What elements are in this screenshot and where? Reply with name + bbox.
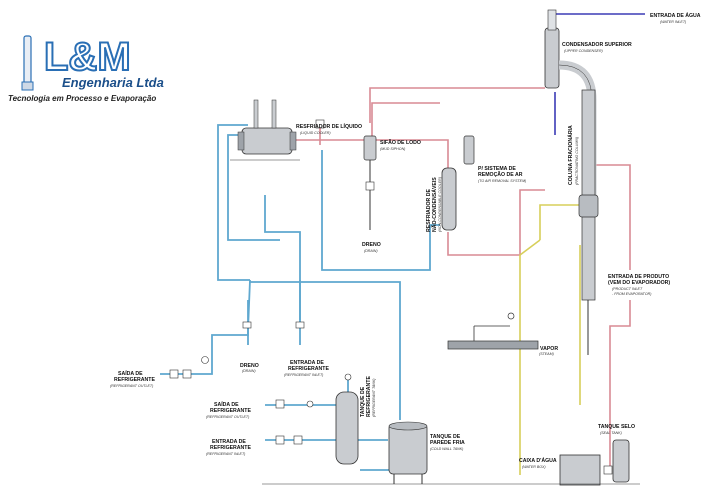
label-refrig-tank-group: TANQUE DE REFRIGERANTE (REFRIGERANT TANK…	[360, 376, 376, 417]
label-product-inlet-sub1: (PRODUCT INLET	[612, 287, 643, 291]
label-noncond-cooler-group: RESFRIADOR DE NÃO-CONDENSÁVEIS (NON-COND…	[426, 177, 442, 232]
label-water-inlet-sub: (WATER INLET)	[660, 20, 686, 24]
pressure-gauge-icon	[201, 356, 209, 364]
valve-icon	[242, 321, 252, 329]
steam-header	[447, 312, 539, 350]
label-water-box: CAIXA D'ÁGUA	[519, 457, 557, 464]
label-noncond-cooler-2: NÃO-CONDENSÁVEIS	[431, 177, 438, 232]
label-cold-tank-1: TANQUE DE	[430, 434, 461, 440]
label-air-removal-sub: (TO AIR REMOVAL SYSTEM)	[478, 179, 526, 183]
fractionating-column	[578, 89, 599, 355]
refrigerant-piping	[160, 124, 440, 471]
label-refrig-inlet-1-l2: REFRIGERANTE	[288, 366, 329, 372]
company-logo: L&M Engenharia Ltda Tecnologia em Proces…	[8, 34, 164, 103]
valve-icon	[365, 181, 375, 191]
gauges	[201, 356, 352, 408]
label-refrig-outlet-2-sub: (REFRIGERANT OUTLET)	[206, 415, 249, 419]
label-drain-bottom: DRENO	[240, 363, 259, 369]
label-refrig-inlet-2-l2: REFRIGERANTE	[210, 445, 251, 451]
label-air-removal-1: P/ SISTEMA DE	[478, 166, 516, 172]
valve-icon	[295, 321, 305, 329]
label-drain-top: DRENO	[362, 242, 381, 248]
pressure-gauge-icon	[344, 373, 352, 381]
label-product-inlet-1: ENTRADA DE PRODUTO	[608, 274, 669, 280]
labels: ENTRADA DE ÁGUA (WATER INLET) CONDENSADO…	[110, 12, 701, 469]
label-refrig-outlet-1-l1: SAÍDA DE	[118, 369, 143, 377]
label-seal-tank: TANQUE SELO	[598, 424, 635, 430]
label-column: COLUNA FRACIONÁRIA	[567, 125, 574, 185]
label-refrig-tank-2: REFRIGERANTE	[366, 376, 372, 417]
label-column-sub: (FRACTIONATING COLUMN)	[575, 137, 579, 185]
label-drain-bottom-sub: (DRAIN)	[242, 369, 256, 373]
label-liquid-cooler-sub: (LIQUID COOLER)	[300, 131, 331, 135]
valve-icon	[182, 369, 192, 379]
mud-siphon	[363, 135, 377, 230]
valves	[169, 119, 613, 475]
label-mud-siphon: SIFÃO DE LODO	[380, 139, 421, 146]
label-mud-siphon-sub: (MUD SIPHON)	[380, 147, 405, 151]
valve-icon	[315, 119, 325, 129]
label-steam-sub: (STEAM)	[539, 352, 554, 356]
cold-wall-tank	[388, 421, 428, 484]
valve-icon	[169, 369, 179, 379]
upper-condenser	[544, 9, 560, 89]
label-refrig-inlet-2-sub: (REFRIGERANT INLET)	[206, 452, 245, 456]
label-column-group: COLUNA FRACIONÁRIA (FRACTIONATING COLUMN…	[567, 125, 579, 185]
logo-company: Engenharia Ltda	[62, 75, 164, 90]
valve-icon	[293, 435, 303, 445]
logo-tagline: Tecnologia em Processo e Evaporação	[8, 94, 156, 103]
label-upper-condenser: CONDENSADOR SUPERIOR	[562, 42, 632, 48]
label-refrig-inlet-1-sub: (REFRIGERANT INLET)	[284, 373, 323, 377]
valve-icon	[275, 399, 285, 409]
steam-piping	[519, 204, 581, 475]
label-refrig-inlet-2-l1: ENTRADA DE	[212, 439, 246, 445]
logo-flask-icon	[21, 35, 34, 91]
label-water-box-sub: (WATER BOX)	[522, 465, 546, 469]
water-box	[559, 454, 601, 486]
label-water-inlet: ENTRADA DE ÁGUA	[650, 12, 701, 19]
label-refrig-tank-1: TANQUE DE	[360, 386, 366, 417]
label-seal-tank-sub: (SEAL TANK)	[600, 431, 622, 435]
valve-icon	[275, 435, 285, 445]
seal-tank	[612, 439, 630, 483]
label-noncond-cooler-sub: (NON-CONDENSABLE COOLER)	[438, 177, 442, 232]
water-piping	[550, 13, 645, 135]
label-steam: VAPOR	[540, 346, 558, 352]
logo-mark: L&M	[44, 35, 131, 79]
label-refrig-outlet-1-sub: (REFRIGERANT OUTLET)	[110, 384, 153, 388]
label-refrig-outlet-1-l2: REFRIGERANTE	[114, 377, 155, 383]
label-cold-tank-sub: (COLD WALL TANK)	[430, 447, 463, 451]
label-cold-tank-2: PAREDE FRIA	[430, 440, 465, 446]
label-refrig-inlet-1-l1: ENTRADA DE	[290, 360, 324, 366]
label-refrig-tank-sub: (REFRIGERANT TANK)	[372, 379, 376, 417]
noncondensable-cooler	[441, 167, 457, 231]
label-product-inlet-2: (VEM DO EVAPORADOR)	[608, 280, 670, 286]
liquid-cooler	[230, 99, 300, 161]
label-product-inlet-sub2: - FROM EVAPORATOR)	[612, 292, 651, 296]
label-liquid-cooler: RESFRIADOR DE LÍQUIDO	[296, 122, 362, 130]
air-removal-unit	[463, 135, 475, 165]
refrigerant-tank	[335, 391, 359, 465]
valve-icon	[603, 465, 613, 475]
label-noncond-cooler-1: RESFRIADOR DE	[426, 189, 432, 232]
label-air-removal-2: REMOÇÃO DE AR	[478, 171, 523, 178]
label-drain-top-sub: (DRAIN)	[364, 249, 378, 253]
pressure-gauge-icon	[306, 400, 314, 408]
label-upper-condenser-sub: (UPPER CONDENSER)	[564, 49, 603, 53]
label-refrig-outlet-2-l2: REFRIGERANTE	[210, 408, 251, 414]
label-refrig-outlet-2-l1: SAÍDA DE	[214, 400, 239, 408]
